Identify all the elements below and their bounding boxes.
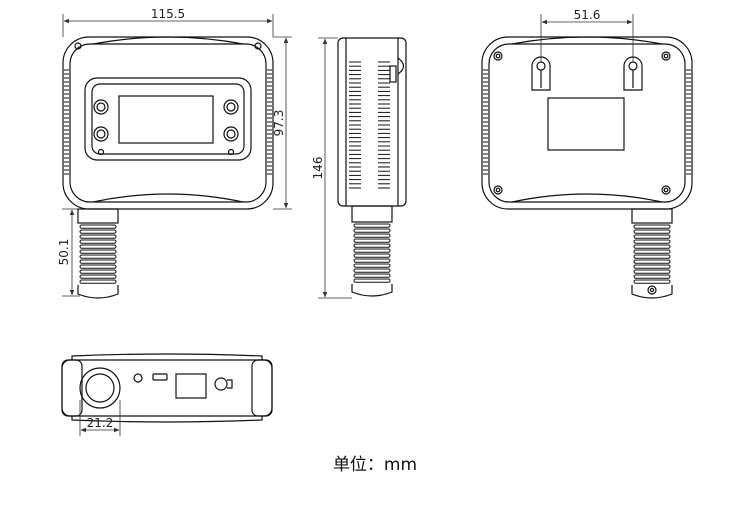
dim-total-height: 146 bbox=[311, 157, 325, 180]
front-housing bbox=[62, 36, 274, 210]
dim-probe-length: 50.1 bbox=[57, 239, 71, 266]
front-top-band bbox=[92, 36, 244, 45]
back-screws bbox=[493, 51, 671, 195]
back-housing bbox=[481, 36, 693, 210]
front-bottom-band bbox=[92, 193, 244, 203]
bottom-label bbox=[175, 373, 207, 399]
side-view bbox=[337, 37, 407, 297]
side-vents bbox=[349, 61, 390, 189]
bottom-rear-lip bbox=[71, 353, 263, 360]
dim-probe-diameter: 21.2 bbox=[87, 416, 114, 430]
dim-front-height: 97.3 bbox=[272, 110, 286, 137]
back-top-band bbox=[511, 36, 663, 45]
bottom-hole bbox=[133, 373, 143, 383]
front-screw-tr bbox=[254, 42, 262, 50]
front-probe-tip bbox=[77, 285, 119, 299]
bottom-right-cap bbox=[251, 359, 273, 417]
front-vents bbox=[64, 69, 272, 175]
front-probe-neck bbox=[77, 208, 119, 224]
front-panel-outline bbox=[84, 77, 252, 161]
bottom-left-cap bbox=[61, 359, 83, 417]
side-probe-neck bbox=[351, 205, 393, 223]
bottom-body bbox=[61, 359, 273, 417]
back-probe bbox=[633, 224, 671, 284]
back-vents bbox=[483, 69, 691, 175]
back-probe-tip bbox=[631, 285, 673, 299]
back-probe-neck bbox=[631, 208, 673, 224]
side-probe-tip bbox=[351, 284, 393, 297]
usb-port bbox=[152, 373, 168, 381]
side-front-bulge bbox=[397, 57, 405, 75]
back-view bbox=[481, 36, 693, 299]
dim-front-width: 115.5 bbox=[151, 7, 185, 21]
back-probe-screw bbox=[647, 285, 657, 295]
dimension-labels: 115.5 97.3 50.1 146 51.6 21.2 bbox=[57, 7, 600, 430]
back-bottom-band bbox=[511, 193, 663, 203]
unit-caption: 单位：mm bbox=[332, 455, 418, 475]
side-port bbox=[389, 65, 397, 83]
bottom-front-lip bbox=[71, 416, 263, 423]
bottom-connector bbox=[214, 377, 228, 391]
dim-hole-spacing: 51.6 bbox=[574, 8, 601, 22]
back-housing-inner bbox=[488, 43, 686, 203]
front-panel-inner bbox=[91, 83, 245, 155]
side-body bbox=[337, 37, 407, 207]
front-probe bbox=[79, 224, 117, 284]
lcd-screen bbox=[118, 95, 214, 144]
side-probe bbox=[353, 223, 391, 283]
front-screw-tl bbox=[74, 42, 82, 50]
bottom-view bbox=[61, 353, 273, 423]
bottom-probe-ring-outer bbox=[79, 367, 121, 409]
back-label-area bbox=[547, 97, 625, 151]
bottom-probe-ring-inner bbox=[85, 373, 115, 403]
front-view bbox=[62, 36, 274, 299]
front-buttons bbox=[93, 99, 239, 156]
front-housing-inner bbox=[69, 43, 267, 203]
